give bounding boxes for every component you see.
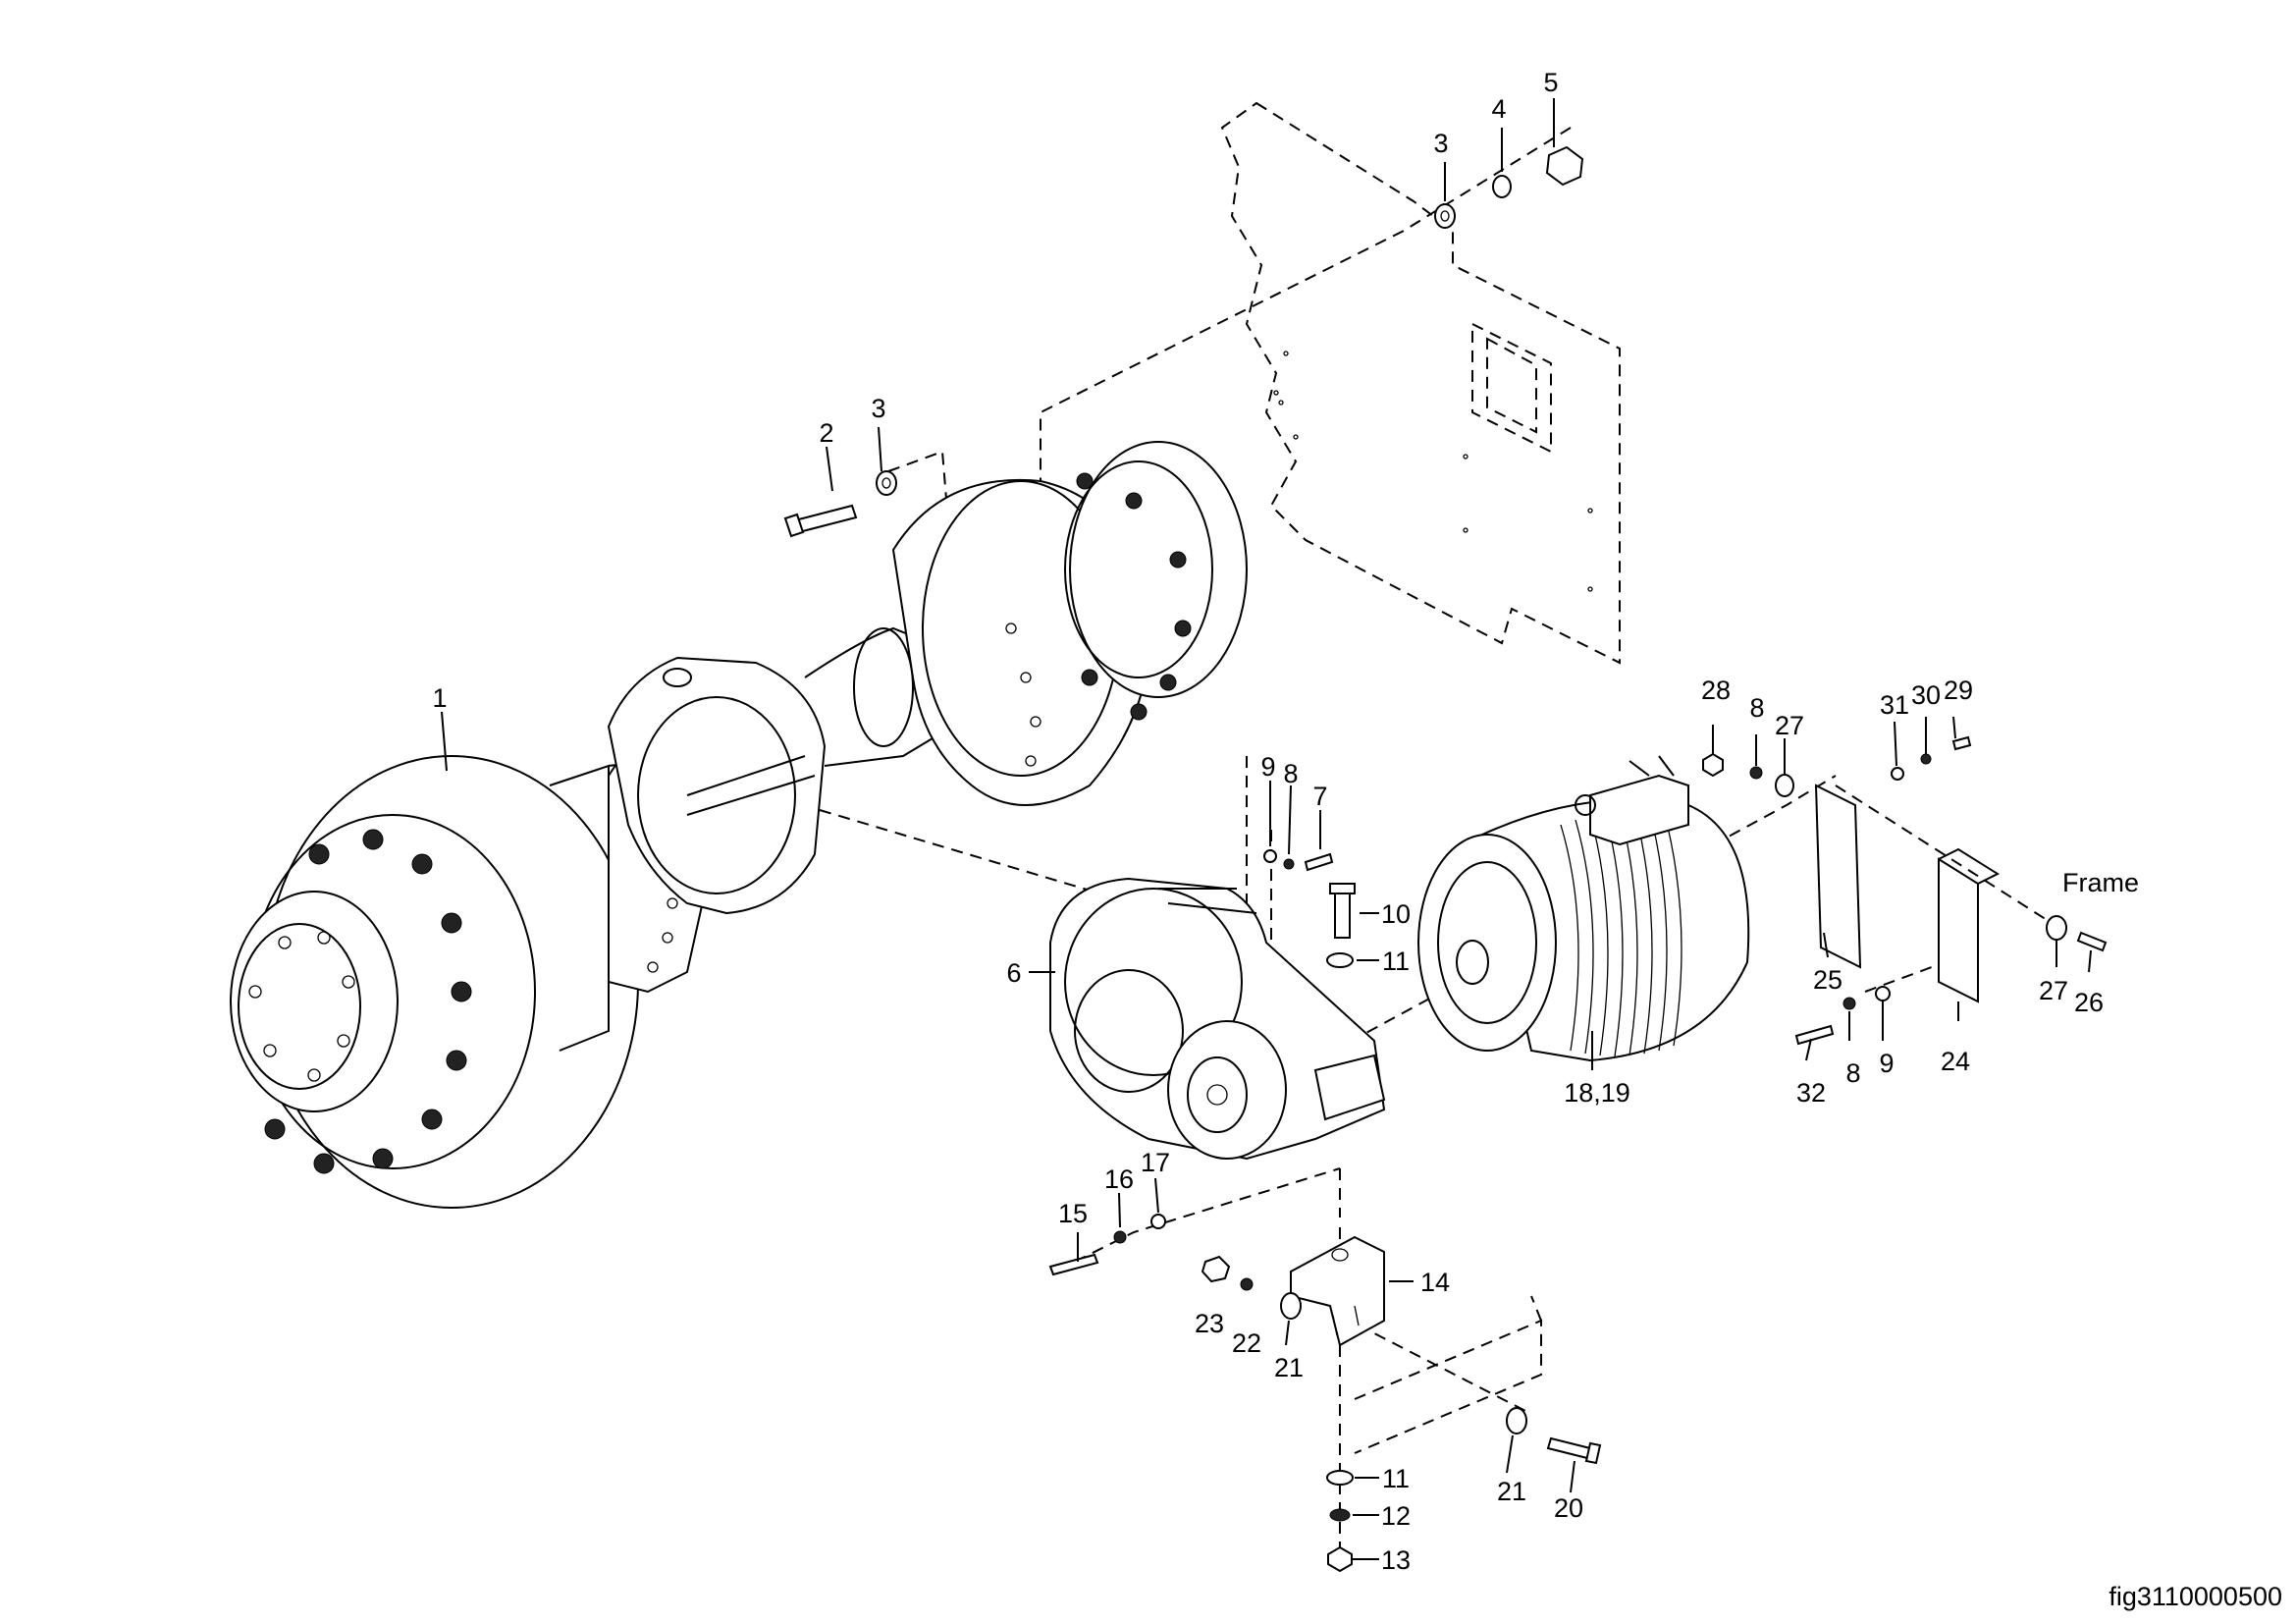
assembly-lines (819, 127, 2053, 1561)
label-part-21-upper: 21 (1274, 1353, 1304, 1382)
label-part-24: 24 (1941, 1047, 1970, 1076)
label-part-28: 28 (1701, 676, 1731, 705)
label-frame: Frame (2062, 868, 2139, 897)
label-part-10: 10 (1381, 899, 1411, 929)
label-part-3-upper-left: 3 (871, 394, 885, 423)
frame-plate (1220, 101, 1621, 665)
label-part-29: 29 (1944, 676, 1973, 705)
label-part-21-lower: 21 (1497, 1477, 1526, 1506)
label-part-27-motor: 27 (1775, 711, 1804, 740)
label-part-14: 14 (1420, 1268, 1450, 1297)
label-part-26: 26 (2074, 988, 2104, 1017)
label-part-13: 13 (1381, 1545, 1411, 1575)
label-part-30: 30 (1911, 680, 1941, 710)
gearbox-assembly (1049, 877, 1386, 1161)
hardware-parts (783, 145, 2108, 1573)
label-part-6: 6 (1006, 958, 1021, 988)
label-part-11-lower: 11 (1382, 1464, 1410, 1493)
label-part-31: 31 (1880, 690, 1909, 720)
label-part-20: 20 (1554, 1493, 1583, 1523)
label-leaders (441, 98, 2092, 1560)
label-part-17: 17 (1141, 1148, 1170, 1177)
label-part-27-right: 27 (2039, 976, 2068, 1005)
label-part-1: 1 (432, 683, 447, 713)
figure-id: fig3110000500 (2109, 1582, 2282, 1611)
label-part-3-top: 3 (1433, 129, 1448, 158)
label-part-32: 32 (1796, 1078, 1826, 1108)
label-part-8-motor: 8 (1749, 693, 1764, 723)
label-part-8-lower-right: 8 (1845, 1058, 1860, 1088)
label-part-25: 25 (1813, 965, 1842, 995)
label-part-4: 4 (1491, 94, 1506, 124)
label-part-8-gearbox: 8 (1283, 759, 1298, 788)
label-part-11-upper: 11 (1382, 947, 1410, 976)
label-part-12: 12 (1381, 1501, 1411, 1531)
label-part-18-19: 18,19 (1564, 1078, 1630, 1108)
axle-assembly (230, 441, 1248, 1209)
label-part-5: 5 (1543, 68, 1558, 97)
label-part-7: 7 (1312, 782, 1327, 811)
label-part-23: 23 (1195, 1309, 1224, 1338)
label-part-15: 15 (1058, 1199, 1088, 1228)
label-part-16: 16 (1104, 1164, 1134, 1194)
label-part-22: 22 (1232, 1328, 1261, 1358)
label-part-9-gearbox: 9 (1260, 752, 1275, 782)
electric-motor (1417, 755, 1750, 1062)
label-part-9-lower-right: 9 (1879, 1049, 1894, 1078)
part-labels: 1 2 3 3 4 5 6 7 8 9 10 11 11 12 13 14 15… (432, 68, 2139, 1575)
label-part-2: 2 (819, 418, 833, 448)
